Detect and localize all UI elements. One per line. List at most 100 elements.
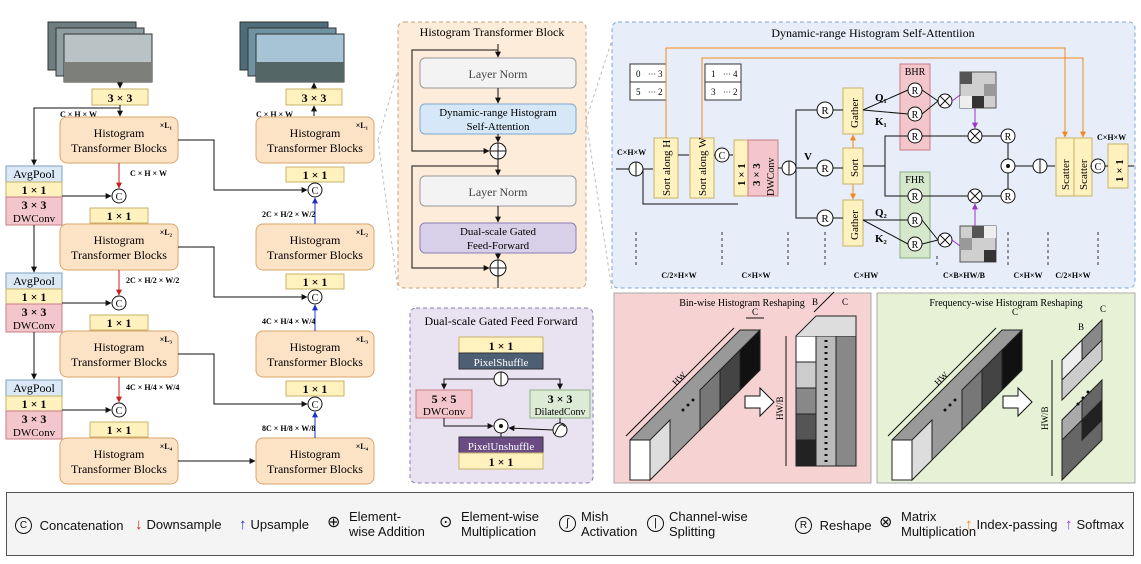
svg-text:Q₂: Q₂: [875, 207, 888, 219]
svg-text:3 × 3: 3 × 3: [548, 392, 573, 406]
decoder-block-1: Histogram Transformer Blocks ×L₁: [255, 116, 375, 164]
encoder-block-2: Histogram Transformer Blocks ×L₂: [59, 223, 179, 271]
legend-mul: ⊙ Element-wise Multiplication: [439, 509, 540, 539]
svg-text:Layer Norm: Layer Norm: [469, 185, 529, 199]
avgpool-stack-1: AvgPool 1 × 1 3 × 3 DWConv: [5, 165, 63, 226]
dim-label-dec-3: 4C × H/4 × W/4: [262, 317, 315, 326]
svg-text:C: C: [312, 186, 319, 197]
svg-text:Transformer Blocks: Transformer Blocks: [267, 141, 363, 155]
svg-text:1 × 1: 1 × 1: [489, 339, 514, 353]
encoder-block-4: Histogram Transformer Blocks ×L₄: [59, 437, 179, 485]
svg-text:×L₁: ×L₁: [160, 121, 173, 130]
svg-text:4: 4: [733, 69, 738, 79]
svg-text:1 × 1: 1 × 1: [303, 168, 328, 182]
svg-text:K₂: K₂: [875, 233, 888, 245]
svg-text:Transformer Blocks: Transformer Blocks: [71, 141, 167, 155]
svg-text:DilatedConv: DilatedConv: [534, 407, 585, 418]
decoder-block-2: Histogram Transformer Blocks ×L₂: [255, 223, 375, 271]
svg-text:1 × 1: 1 × 1: [107, 423, 132, 437]
svg-text:C: C: [116, 299, 123, 310]
fhr-transform-arrow: [1002, 386, 1033, 418]
svg-text:R: R: [912, 132, 919, 143]
svg-text:C: C: [1100, 304, 1106, 314]
attention-map-2: [959, 225, 997, 263]
svg-text:Histogram: Histogram: [94, 233, 145, 247]
svg-text:C×H×W: C×H×W: [1097, 133, 1126, 142]
legend-add: ⊕ Element-wise Addition: [327, 509, 425, 539]
svg-text:Histogram: Histogram: [290, 233, 341, 247]
svg-text:2: 2: [658, 87, 663, 97]
avgpool-stack-2: AvgPool 1 × 1 3 × 3 DWConv: [5, 272, 63, 333]
dim-label-dec-2: 2C × H/2 × W/2: [262, 210, 315, 219]
svg-text:R: R: [821, 105, 829, 117]
dim-label-dec-4: 8C × H/8 × W/8: [262, 424, 315, 433]
svg-text:1 × 1: 1 × 1: [22, 397, 47, 411]
index-matrix-a: 0 ··· 3 5 ··· 2: [629, 63, 667, 101]
encoder-block-1: Histogram Transformer Blocks ×L₁: [59, 116, 179, 164]
svg-text:R: R: [912, 192, 919, 203]
svg-text:Transformer Blocks: Transformer Blocks: [71, 248, 167, 262]
svg-text:Q₁: Q₁: [875, 92, 887, 104]
input-image-stack: [47, 21, 153, 83]
svg-text:PixelShuffle: PixelShuffle: [474, 357, 529, 369]
legend-index: ↑Index-passing: [965, 516, 1058, 533]
svg-text:R: R: [912, 216, 919, 227]
bhr-right-histogram: HW/B B C: [775, 291, 857, 467]
svg-text:C: C: [116, 406, 123, 417]
svg-text:C: C: [116, 192, 123, 203]
svg-text:1 × 1: 1 × 1: [489, 455, 514, 469]
svg-text:Dynamic-range Histogram: Dynamic-range Histogram: [439, 107, 557, 119]
svg-text:Dual-scale Gated: Dual-scale Gated: [460, 226, 537, 238]
svg-text:C/2×H×W: C/2×H×W: [661, 271, 696, 280]
svg-text:Histogram: Histogram: [94, 126, 145, 140]
svg-text:C/2×H×W: C/2×H×W: [1055, 271, 1090, 280]
input-conv-label: 3 × 3: [108, 91, 133, 105]
encoder-concat-1: C 1 × 1: [89, 188, 149, 224]
svg-text:5: 5: [636, 87, 641, 97]
svg-text:Layer Norm: Layer Norm: [469, 67, 529, 81]
svg-text:DWConv: DWConv: [13, 213, 56, 225]
sort-along-h: [653, 137, 679, 199]
dim-label-enc-3: 4C × H/4 × W/4: [126, 383, 179, 392]
fhr-panel-title: Frequency-wise Histogram Reshaping: [929, 298, 1082, 309]
svg-text:×L₃: ×L₃: [160, 335, 173, 344]
svg-text:1 × 1: 1 × 1: [107, 209, 132, 223]
svg-text:Transformer Blocks: Transformer Blocks: [71, 355, 167, 369]
svg-text:R: R: [912, 110, 919, 121]
svg-text:Histogram: Histogram: [290, 126, 341, 140]
reshape-mid: R: [816, 159, 834, 177]
sort-along-w: [689, 137, 715, 199]
svg-text:×L₁: ×L₁: [356, 121, 369, 130]
dgff-title: Dual-scale Gated Feed Forward: [425, 314, 578, 328]
encoder-concat-3: C 1 × 1: [89, 402, 149, 438]
svg-text:C×H×W: C×H×W: [617, 148, 646, 157]
svg-text:3 × 3: 3 × 3: [22, 198, 47, 212]
svg-text:R: R: [912, 240, 919, 251]
svg-text:C: C: [842, 297, 848, 307]
svg-text:R: R: [912, 86, 919, 97]
svg-text:DWConv: DWConv: [423, 406, 466, 418]
svg-text:Transformer Blocks: Transformer Blocks: [267, 248, 363, 262]
avgpool-stack-3: AvgPool 1 × 1 3 × 3 DWConv: [5, 379, 63, 440]
output-conv-label: 3 × 3: [302, 91, 327, 105]
svg-text:1 × 1: 1 × 1: [303, 275, 328, 289]
svg-text:×L₂: ×L₂: [160, 228, 173, 237]
legend-upsample: ↑Upsample: [239, 516, 310, 533]
svg-text:C×HW: C×HW: [854, 271, 879, 280]
svg-text:AvgPool: AvgPool: [13, 381, 55, 395]
dim-label-enc-1: C × H × W: [130, 169, 167, 178]
decoder-concat-1: 1 × 1 C: [285, 166, 345, 198]
attention-map-1: [959, 71, 997, 109]
svg-text:B: B: [1078, 322, 1084, 332]
bhr-left-histogram: HW C: [625, 307, 764, 482]
bhr-transform-arrow: [744, 386, 775, 418]
index-matrix-b: 1 ··· 4 3 ··· 2: [704, 63, 742, 101]
svg-text:Histogram: Histogram: [94, 340, 145, 354]
svg-text:3 × 3: 3 × 3: [22, 412, 47, 426]
svg-text:Gather: Gather: [849, 98, 861, 128]
output-image-stack: [239, 21, 345, 83]
svg-text:Sort: Sort: [849, 159, 861, 177]
svg-text:Sort along H: Sort along H: [661, 140, 673, 196]
svg-text:1 × 1: 1 × 1: [22, 183, 47, 197]
